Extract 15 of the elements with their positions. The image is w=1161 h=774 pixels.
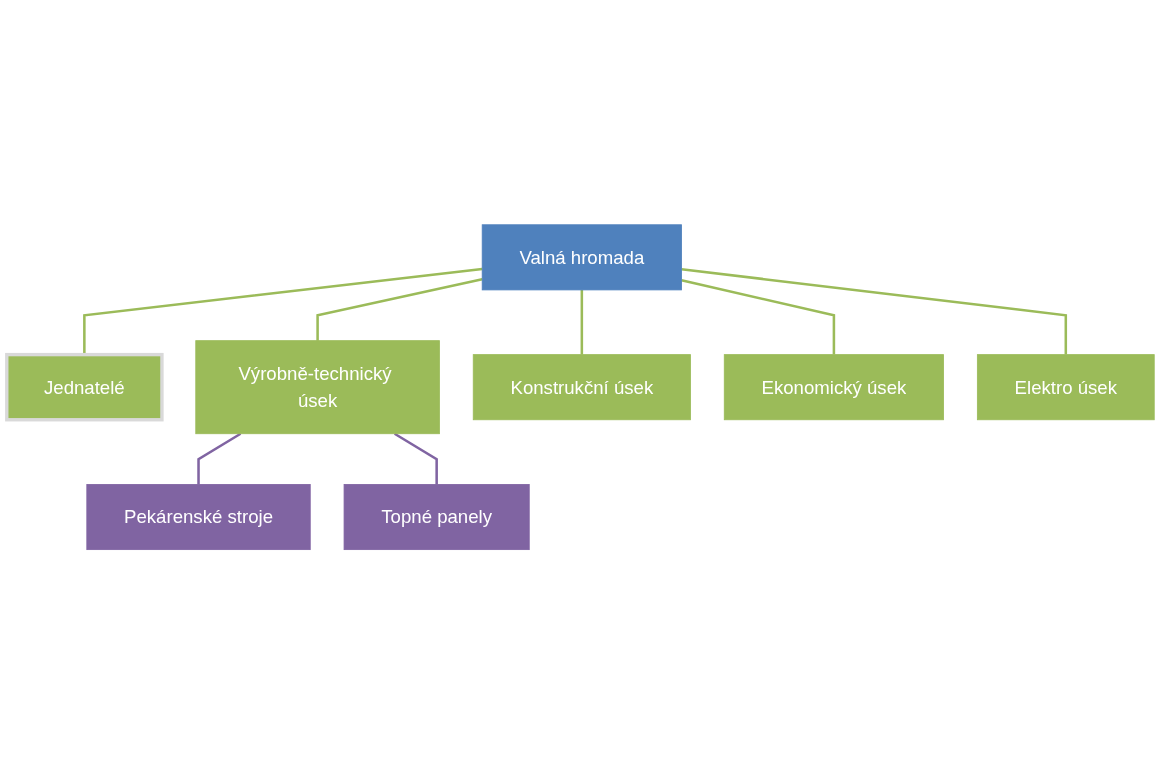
node-box: Elektro úsek [976, 354, 1155, 420]
node-box: Pekárenské stroje [86, 483, 311, 550]
node-box: Jednatelé [5, 352, 164, 422]
node-box: Topné panely [343, 483, 530, 550]
connector [393, 432, 438, 485]
connector [197, 432, 242, 485]
node-box: Valná hromada [481, 224, 682, 291]
node-box: Ekonomický úsek [723, 354, 944, 420]
node-box: Konstrukční úsek [472, 354, 691, 420]
connector [316, 277, 483, 341]
connector [681, 278, 836, 355]
connector [580, 289, 584, 355]
node-box: Výrobně-technický úsek [195, 340, 440, 434]
connector [681, 267, 1068, 355]
connector [83, 267, 483, 355]
